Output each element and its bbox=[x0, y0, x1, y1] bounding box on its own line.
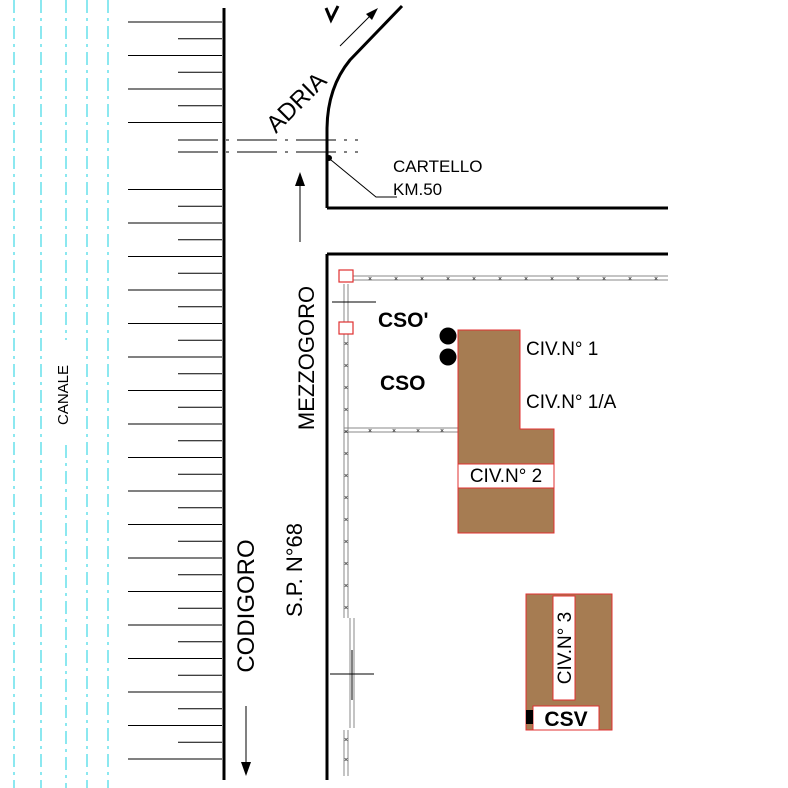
cartello-marker bbox=[326, 155, 332, 161]
fence-x-mark: × bbox=[628, 276, 632, 283]
adria-label: ADRIA bbox=[261, 67, 332, 138]
civ2-label-box bbox=[457, 463, 555, 489]
fence-x-mark: × bbox=[344, 737, 348, 744]
fence-x-mark: × bbox=[344, 385, 348, 392]
down-arrow-icon bbox=[241, 706, 251, 776]
fence-x-mark: × bbox=[392, 428, 396, 435]
cso-prime-marker bbox=[439, 327, 457, 345]
fence-x-mark: × bbox=[654, 276, 658, 283]
cso-label: CSO bbox=[380, 372, 426, 395]
civ3-label: CIV.N° 3 bbox=[555, 612, 576, 684]
crosshair-mark bbox=[330, 650, 374, 700]
fence-x-mark: × bbox=[420, 276, 424, 283]
road-mark-top bbox=[324, 5, 340, 24]
fence-x-mark: × bbox=[472, 276, 476, 283]
fence-x-mark: × bbox=[344, 517, 348, 524]
fence-x-mark: × bbox=[440, 428, 444, 435]
fence-markers: × × × × × × × × × × × × × × × × × × × × × × × × × × × × × × × bbox=[344, 276, 658, 764]
fence-x-mark: × bbox=[344, 495, 348, 502]
fence-x-mark: × bbox=[368, 276, 372, 283]
cartello-leader bbox=[330, 159, 397, 198]
civ1-label: CIV.N° 1 bbox=[526, 339, 598, 360]
sp68-label: S.P. N°68 bbox=[282, 523, 307, 617]
road-curve-adria bbox=[325, 4, 404, 131]
fence-x-mark: × bbox=[576, 276, 580, 283]
fence-x-mark: × bbox=[344, 429, 348, 436]
fence-x-mark: × bbox=[344, 605, 348, 612]
fence-x-mark: × bbox=[344, 407, 348, 414]
fence-x-mark: × bbox=[498, 276, 502, 283]
fence-x-mark: × bbox=[524, 276, 528, 283]
cartello-label-line2: KM.50 bbox=[393, 180, 442, 199]
fence-x-mark: × bbox=[344, 341, 348, 348]
civ1a-label: CIV.N° 1/A bbox=[526, 392, 617, 413]
gate-marker-bottom bbox=[338, 321, 354, 335]
cso-prime-label: CSO' bbox=[378, 309, 429, 332]
fence-x-mark: × bbox=[394, 276, 398, 283]
building-civ-1-2 bbox=[457, 329, 555, 534]
adria-arrow-icon bbox=[339, 8, 378, 47]
cross-street bbox=[178, 139, 358, 153]
cso-marker bbox=[439, 348, 457, 366]
embankment-ticks bbox=[128, 21, 222, 760]
fence-x-mark: × bbox=[368, 428, 372, 435]
canal-label: CANALE bbox=[55, 365, 72, 425]
mezzogoro-label: MEZZOGORO bbox=[294, 286, 319, 430]
fence-x-mark: × bbox=[344, 363, 348, 370]
fence-x-mark: × bbox=[550, 276, 554, 283]
fence-x-mark: × bbox=[344, 561, 348, 568]
civ3-label-box bbox=[552, 595, 576, 701]
up-arrow-icon bbox=[295, 172, 305, 242]
fence-x-mark: × bbox=[344, 473, 348, 480]
gate-marker-top bbox=[338, 269, 354, 283]
fence-x-mark: × bbox=[344, 757, 348, 764]
csv-label: CSV bbox=[544, 708, 587, 731]
fence-x-mark: × bbox=[416, 428, 420, 435]
civ2-label: CIV.N° 2 bbox=[470, 466, 542, 487]
fence-x-mark: × bbox=[446, 276, 450, 283]
csv-label-box bbox=[532, 705, 600, 731]
fence-x-mark: × bbox=[344, 451, 348, 458]
cartello-label-line1: CARTELLO bbox=[393, 157, 482, 176]
fence-x-mark: × bbox=[344, 539, 348, 546]
csv-marker bbox=[526, 710, 533, 724]
fence-lines bbox=[343, 275, 668, 776]
codigoro-label: CODIGORO bbox=[233, 539, 260, 672]
fence-x-mark: × bbox=[602, 276, 606, 283]
fence-x-mark: × bbox=[344, 583, 348, 590]
canal-lines bbox=[13, 0, 109, 788]
